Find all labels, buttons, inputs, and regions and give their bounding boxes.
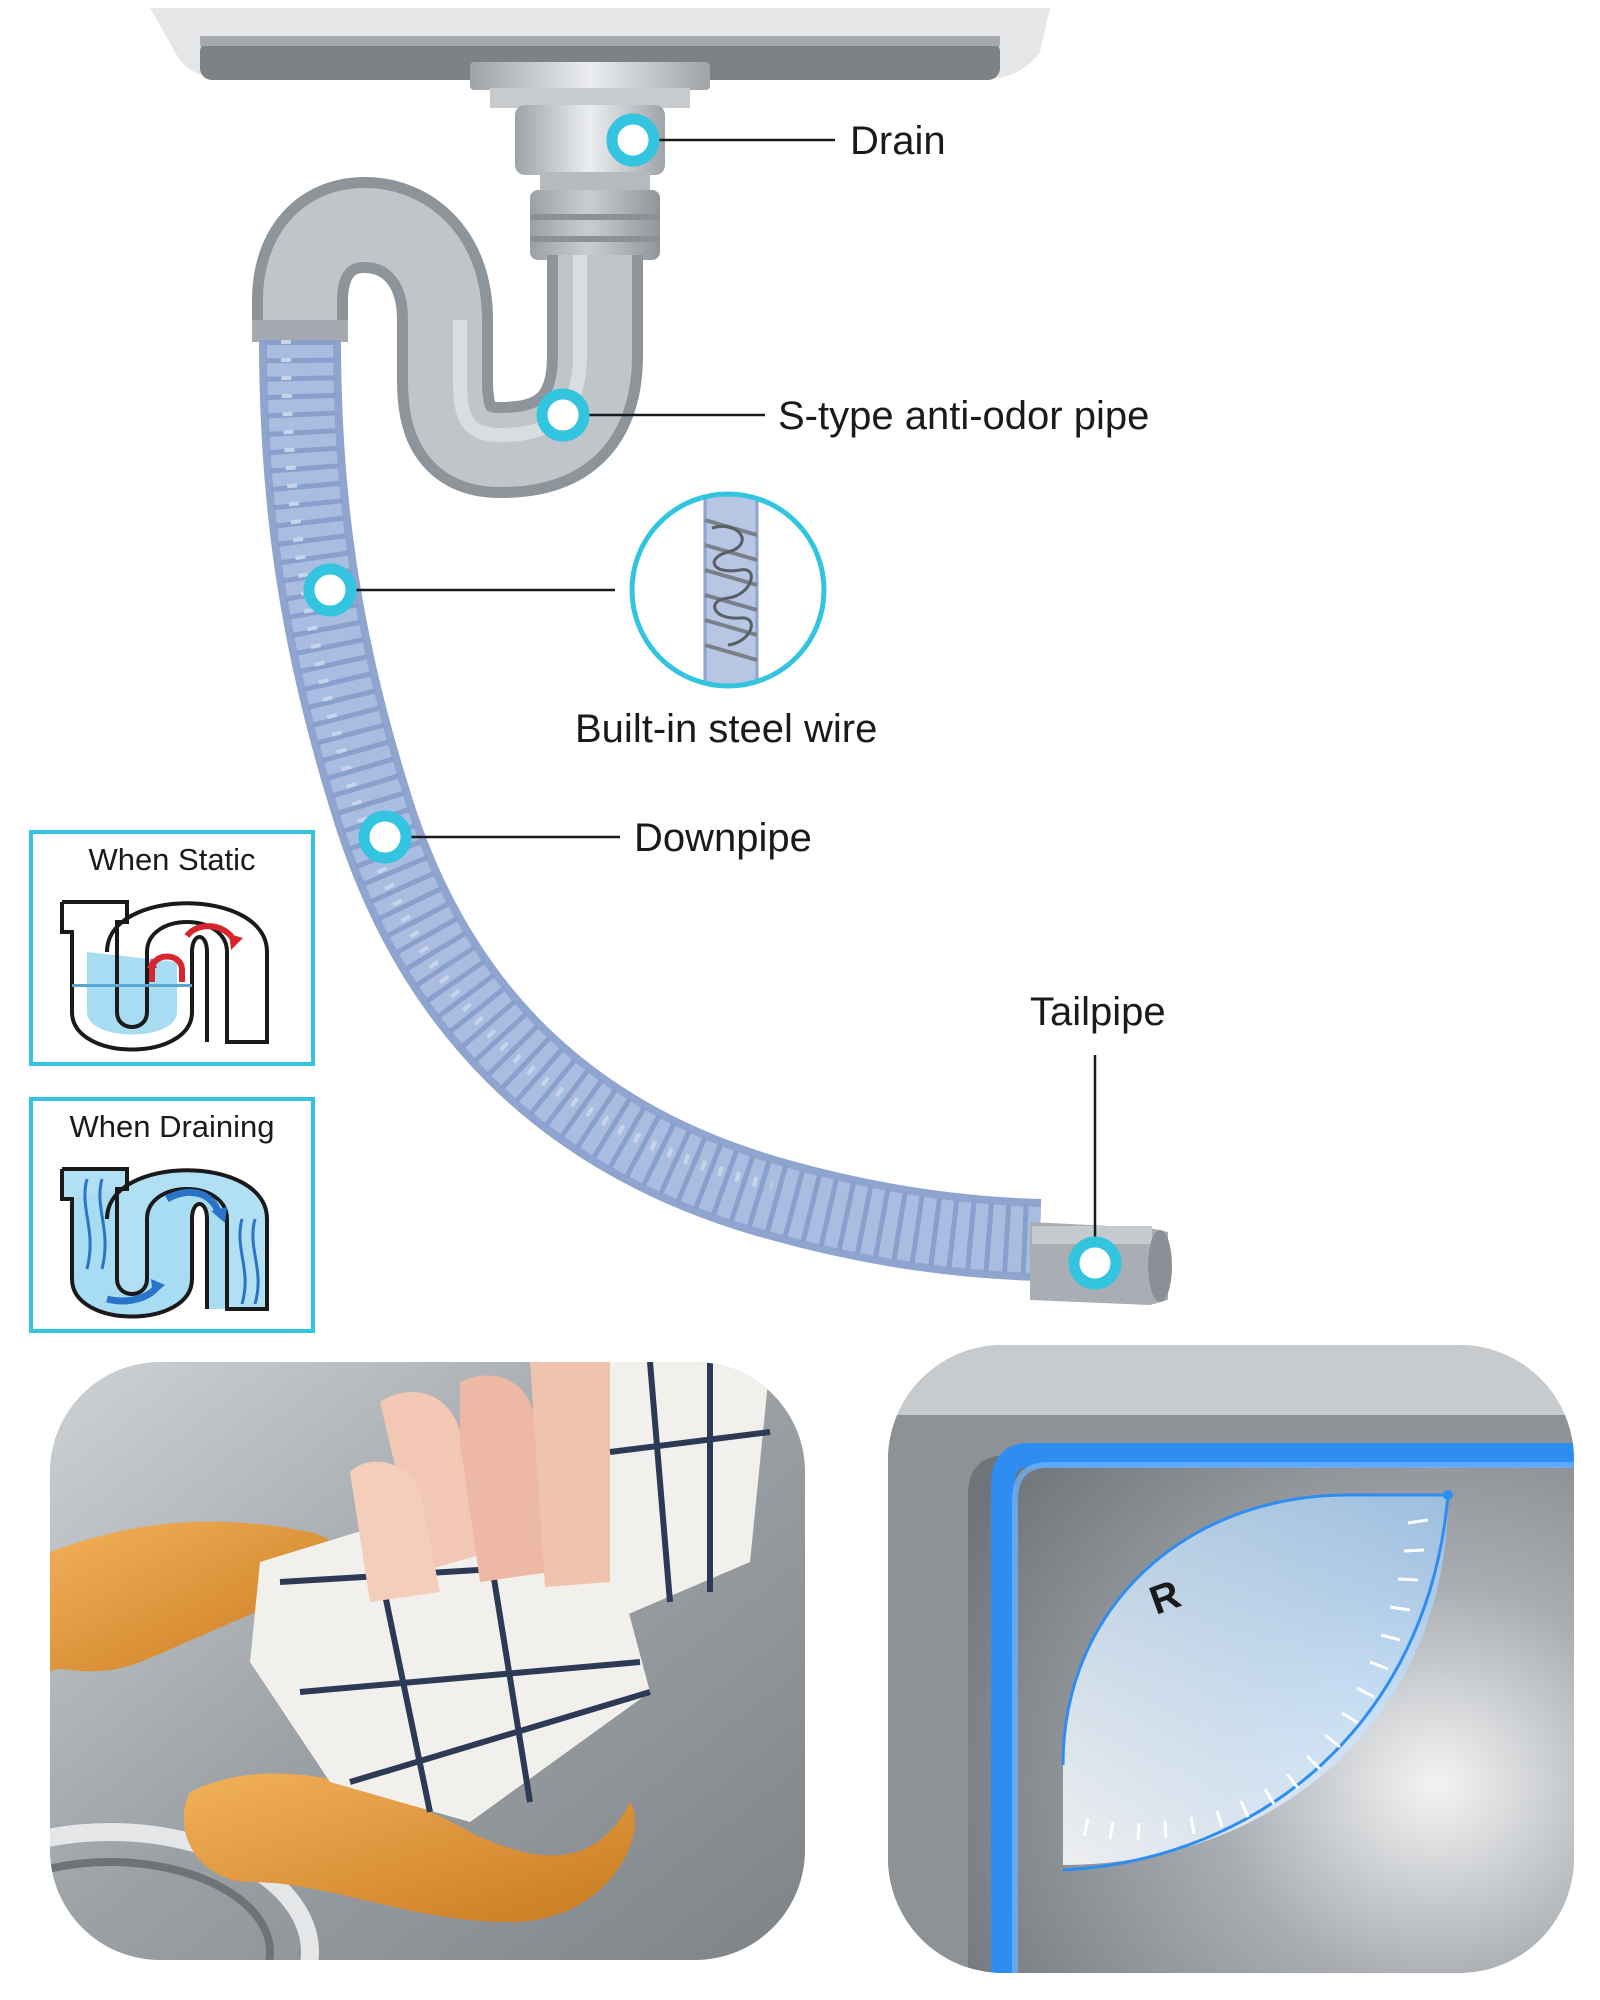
draining-mode-panel: When Draining (29, 1097, 315, 1333)
hotspot-tailpipe (1068, 1236, 1122, 1290)
hotspot-drain (606, 113, 660, 167)
static-trap-icon (60, 900, 269, 1052)
label-downpipe: Downpipe (634, 816, 812, 860)
label-tailpipe: Tailpipe (1030, 990, 1166, 1034)
label-steel-wire: Built-in steel wire (575, 707, 878, 751)
label-s-pipe: S-type anti-odor pipe (778, 394, 1150, 438)
leader-lines (330, 138, 1097, 1240)
wiping-photo (50, 1362, 805, 1960)
wiping-photo-art (50, 1362, 805, 1960)
tailpipe-connector (1030, 1222, 1172, 1305)
draining-trap-icon (60, 1167, 269, 1319)
corrugated-downpipe (259, 339, 1042, 1281)
corner-photo-art: R (888, 1345, 1574, 1973)
draining-mode-title: When Draining (69, 1109, 275, 1144)
static-mode-panel: When Static (29, 830, 315, 1066)
pipe-illustration (150, 8, 1172, 1305)
steel-wire-zoom (629, 491, 827, 689)
label-drain: Drain (850, 119, 946, 163)
hotspots (303, 113, 1122, 1290)
sink-basin (150, 8, 1050, 80)
hotspot-s-pipe (536, 388, 590, 442)
drain-body (470, 62, 710, 260)
static-mode-title: When Static (88, 842, 256, 877)
corner-photo: R (888, 1345, 1574, 1973)
hotspot-downpipe (358, 810, 412, 864)
hotspot-steel-wire (303, 563, 357, 617)
